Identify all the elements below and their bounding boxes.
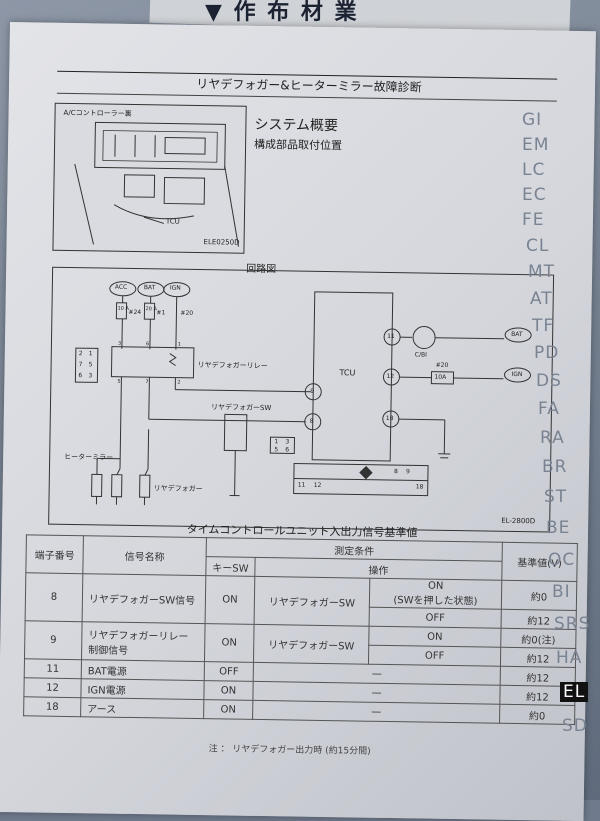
index-ds: DS — [536, 371, 596, 391]
relay-label: リヤデフォガーリレー — [198, 360, 268, 371]
location-drawing — [53, 104, 245, 253]
header-terminal: 端子番号 — [26, 535, 84, 574]
overview-subheading: 構成部品取付位置 — [254, 136, 342, 153]
ign-right-label: IGN — [511, 371, 522, 378]
circuit-code: EL-2800D — [501, 517, 535, 526]
fuse-24: #24 — [128, 309, 141, 316]
bat-label: BAT — [144, 284, 156, 291]
connector-a-4: 5 — [89, 361, 93, 368]
index-sd: SD — [562, 716, 598, 736]
index-fa: FA — [538, 399, 598, 419]
relay-pin-1: 1 — [178, 342, 181, 348]
location-illustration: A/Cコントローラー裏 TCU ELE0250D — [52, 103, 246, 254]
index-srs: SRS — [554, 614, 598, 634]
defogger-label: リヤデフォガー — [154, 483, 203, 494]
relay-pin-7: 7 — [145, 379, 148, 385]
relay-pin-6: 6 — [146, 341, 149, 347]
connector-c-18: 18 — [416, 483, 424, 490]
previous-page-title: ▼ 作 布 材 業 — [205, 0, 359, 26]
fuse-20a: 20 A — [145, 306, 156, 312]
connector-a-1: 2 — [79, 350, 83, 357]
index-el-label: EL — [560, 682, 588, 702]
pin-18: 18 — [386, 415, 394, 422]
index-cl: CL — [526, 236, 586, 256]
index-ec: EC — [522, 185, 582, 205]
index-pd: PD — [534, 343, 594, 363]
pin-12: 12 — [386, 373, 394, 380]
index-bi: BI — [552, 582, 600, 602]
controller-label: A/Cコントローラー裏 — [64, 108, 132, 119]
header-key-switch: キーSW — [206, 557, 255, 577]
fuse-1: #1 — [156, 309, 165, 316]
switch-label: リヤデフォガーSW — [211, 402, 272, 413]
fuse-20: #20 — [180, 310, 193, 317]
connector-a-3: 7 — [79, 361, 83, 368]
pin-8: 8 — [310, 418, 314, 425]
index-br: BR — [542, 457, 600, 477]
tcu-label: TCU — [339, 368, 355, 377]
table-note: 注 ： リヤデフォガー出力時 (約15分間) — [209, 741, 371, 757]
connector-b-4: 6 — [285, 446, 289, 453]
index-lc: LC — [522, 160, 582, 180]
connector-a-6: 3 — [88, 372, 92, 379]
connector-c-11: 11 — [298, 482, 306, 489]
relay-pin-3: 3 — [118, 341, 121, 347]
heater-mirror-label: ヒーターミラー — [64, 452, 113, 463]
index-st: ST — [544, 487, 600, 507]
index-ha: HA — [556, 648, 600, 668]
fuse-10a: 10 A — [117, 306, 128, 312]
index-ra: RA — [540, 428, 600, 448]
index-mt: MT — [528, 262, 588, 282]
index-gi: GI — [522, 110, 582, 130]
location-code: ELE0250D — [204, 238, 240, 247]
overview-heading: システム概要 — [254, 114, 338, 135]
signal-table: 端子番号 信号名称 測定条件 基準値(V) キーSW 操作 8 リヤデフォガーS… — [23, 534, 578, 725]
index-fe: FE — [522, 210, 582, 230]
index-el-active: EL — [560, 682, 588, 702]
fuse-20-right: #20 — [436, 362, 449, 369]
index-at: AT — [530, 289, 590, 309]
pin-9: 9 — [310, 388, 314, 395]
index-tf: TF — [532, 316, 592, 336]
connector-b-3: 5 — [274, 446, 278, 453]
connector-c-8: 8 — [394, 468, 398, 475]
index-em: EM — [522, 135, 582, 155]
connector-b-1: 1 — [274, 438, 278, 445]
circuit-diagram: ACC BAT IGN 10 A 20 A #24 #1 #20 リヤデフォガー… — [48, 267, 554, 533]
pin-11: 11 — [387, 333, 395, 340]
connector-a-2: 1 — [89, 350, 93, 357]
fuse-10a-right: 10A — [434, 374, 446, 381]
bat-right-label: BAT — [511, 331, 523, 338]
connector-b-2: 3 — [285, 438, 289, 445]
connector-c-9: 9 — [406, 468, 410, 475]
index-be: BE — [546, 518, 600, 538]
ign-label: IGN — [170, 285, 181, 292]
connector-c-12: 12 — [314, 482, 322, 489]
relay-pin-2: 2 — [177, 380, 180, 386]
manual-page: リヤデフォガー&ヒーターミラー故障診断 A/Cコントローラー裏 TCU ELE0… — [0, 22, 596, 821]
index-oc: OC — [548, 550, 600, 570]
acc-label: ACC — [115, 284, 127, 291]
cbi-label: C/BI — [415, 351, 427, 358]
header-signal: 信号名称 — [83, 536, 207, 576]
connector-a-5: 6 — [78, 372, 82, 379]
tcu-location-label: TCU — [166, 217, 180, 225]
relay-pin-5: 5 — [117, 379, 120, 385]
